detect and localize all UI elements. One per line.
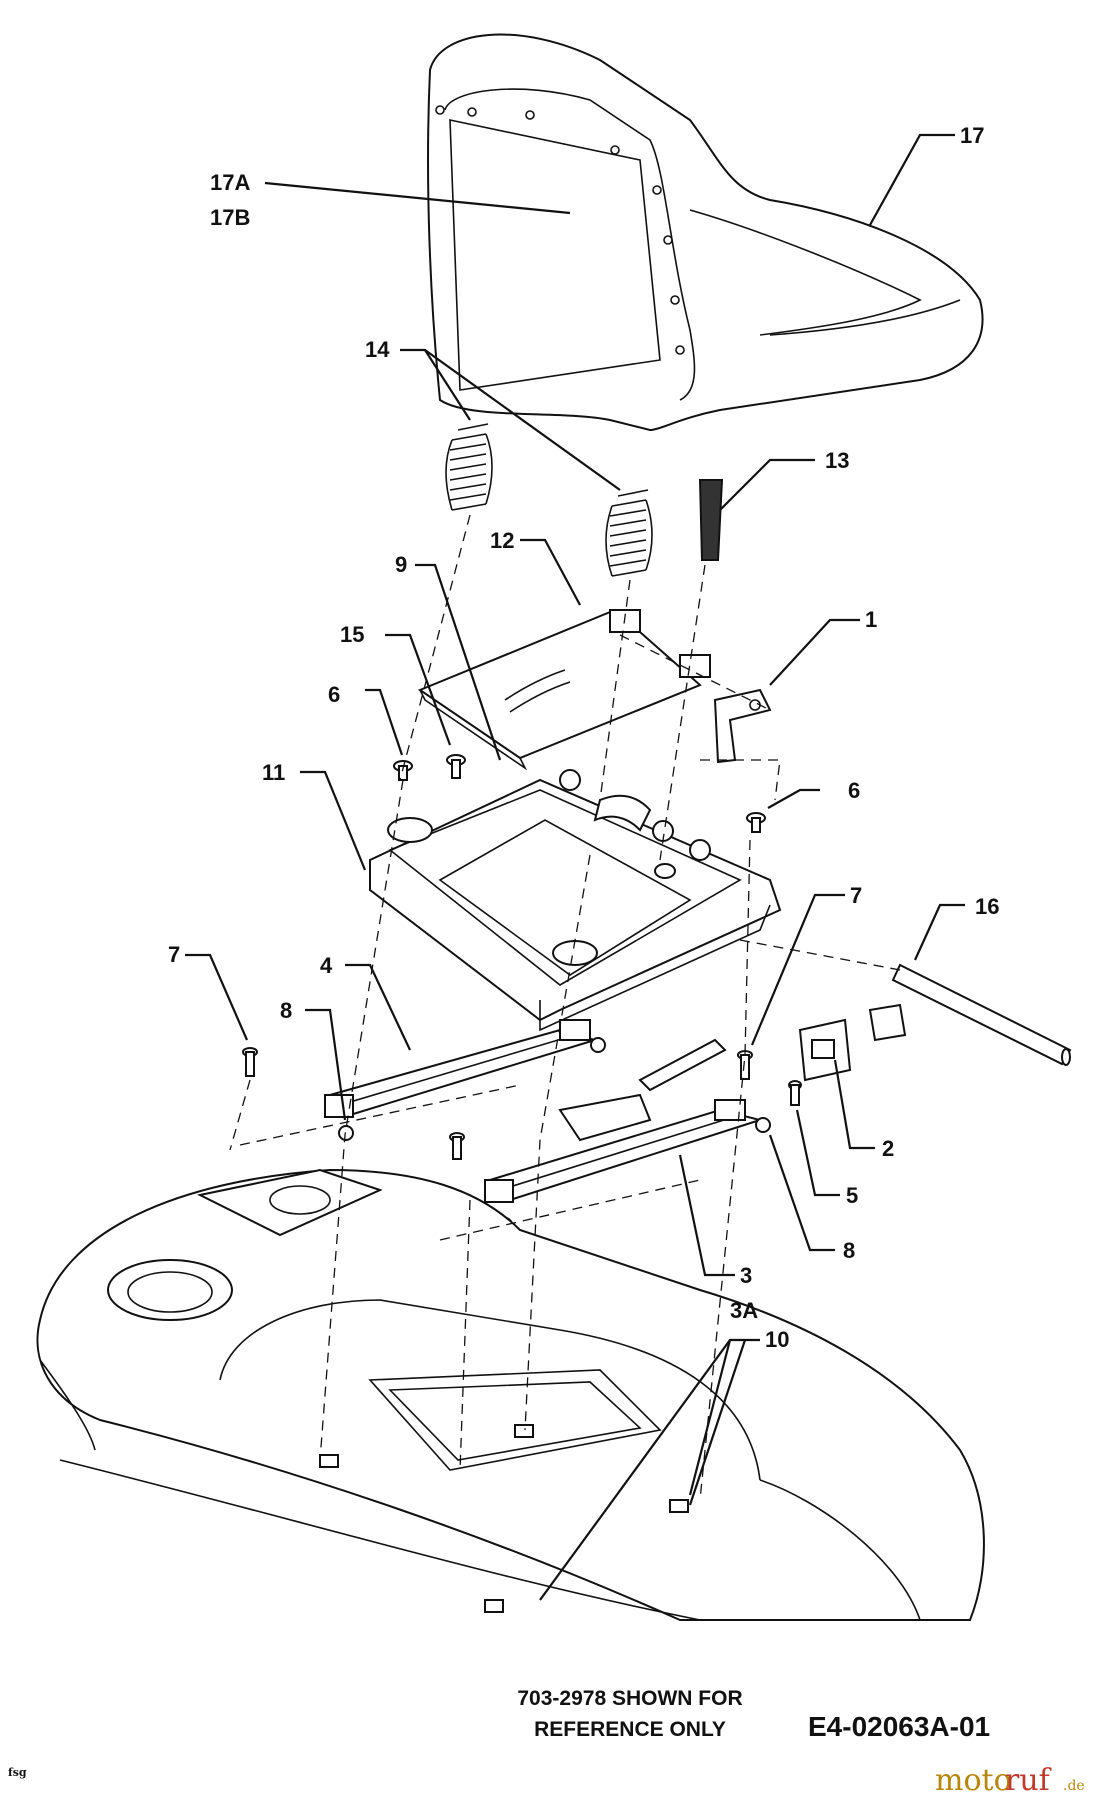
callout-17b: 17B: [210, 205, 250, 230]
callout-15: 15: [340, 622, 364, 647]
callout-6-left: 6: [328, 682, 340, 707]
callout-9: 9: [395, 552, 407, 577]
callout-2: 2: [882, 1136, 894, 1161]
bolt-center: [449, 1132, 465, 1160]
latch-bracket: [713, 688, 772, 764]
watermark-part1: moto: [935, 1763, 1012, 1798]
tractor-body: [36, 1168, 985, 1621]
alignment-lines: [229, 514, 901, 1501]
reference-note-line1: 703-2978 SHOWN FOR: [517, 1687, 742, 1710]
callout-7-right: 7: [850, 883, 862, 908]
callout-3a: 3A: [730, 1298, 758, 1323]
reference-note-line2: REFERENCE ONLY: [534, 1718, 726, 1741]
watermark-part2: ruf: [1005, 1763, 1052, 1798]
bolt-7-right: [737, 1050, 753, 1080]
seat-pan: [369, 769, 782, 1032]
callout-8-left: 8: [280, 998, 292, 1023]
callout-labels: 17 17A 17B 14 13 12 9 15 1 6 6 11 7 16 7…: [168, 123, 999, 1352]
callout-17: 17: [960, 123, 984, 148]
seat-spring-left: [445, 423, 493, 511]
callout-16: 16: [975, 894, 999, 919]
nut-8-right: [755, 1117, 771, 1133]
pivot-rod: [891, 963, 1072, 1066]
callout-3: 3: [740, 1263, 752, 1288]
slide-rail-right: [484, 1038, 764, 1203]
callout-6-right: 6: [848, 778, 860, 803]
callout-4: 4: [320, 953, 333, 978]
callout-7-left: 7: [168, 942, 180, 967]
bolt-6-right: [746, 812, 766, 833]
small-spring: [698, 479, 724, 561]
callout-10: 10: [765, 1327, 789, 1352]
callout-13: 13: [825, 448, 849, 473]
leader-lines: [185, 133, 965, 1601]
callout-5: 5: [846, 1183, 858, 1208]
callout-11: 11: [262, 760, 285, 785]
footer: 703-2978 SHOWN FOR REFERENCE ONLY E4-020…: [8, 1687, 1085, 1798]
callout-17a: 17A: [210, 170, 250, 195]
callout-14: 14: [365, 337, 390, 362]
corner-mark: fsg: [8, 1766, 27, 1779]
watermark-part3: .de: [1063, 1778, 1085, 1794]
bolt-7-left: [242, 1047, 258, 1077]
seat-cushion: [427, 33, 984, 432]
screw-5: [788, 1080, 802, 1106]
seat-pan-cover: [417, 608, 711, 771]
callout-1: 1: [865, 607, 877, 632]
nut-8-left: [338, 1125, 354, 1141]
watermark-logo: moto ruf .de: [935, 1763, 1085, 1798]
callout-8-right: 8: [843, 1238, 855, 1263]
drawing-code: E4-02063A-01: [808, 1711, 990, 1742]
slide-rail-left: [324, 1019, 599, 1118]
seat-switch: [798, 1003, 907, 1082]
seat-spring-right: [605, 489, 653, 577]
bolt-15: [446, 754, 466, 779]
callout-12: 12: [490, 528, 514, 553]
